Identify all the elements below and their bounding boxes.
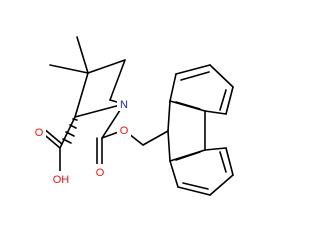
bond-methyl-1: [76, 36, 89, 74]
bond-ch2-c9: [142, 130, 169, 146]
bond-upper-ring-2: [175, 64, 211, 75]
bond-lower-ring-inner-2: [182, 182, 209, 190]
bond-ring-n-c2: [74, 103, 125, 118]
acid-hydroxyl-bg: [50, 171, 72, 186]
nitrogen-label: N: [120, 99, 128, 111]
atom-label-layer: N O O O OH: [32, 96, 131, 186]
structure-canvas: N O O O OH: [32, 36, 234, 196]
bond-c9-c9a: [167, 100, 171, 132]
carbamate-oxygen-single-bg: [117, 122, 131, 137]
bond-c8a-c9: [167, 130, 171, 162]
bond-upper-ring-5: [204, 110, 227, 115]
bond-upper-ring-inner-2: [219, 89, 227, 111]
carbamate-oxygen-double-label: O: [96, 167, 105, 179]
wedge-hash-4: [62, 138, 72, 144]
bond-lower-ring-inner-1: [219, 151, 227, 173]
wedge-hash-2: [69, 124, 77, 129]
bond-lower-ring-inner-3: [175, 151, 201, 161]
bond-upper-ring-4: [225, 86, 234, 115]
carbamate-oxygen-single-label: O: [120, 125, 129, 137]
bond-upper-ring-inner-1: [180, 71, 210, 81]
bond-carboxyl-double-b: [42, 127, 63, 145]
bond-methyl-2: [49, 64, 89, 74]
bond-ring-c2-c3: [74, 72, 89, 118]
bond-upper-ring-inner-3: [175, 101, 201, 110]
bond-upper-ring-1: [169, 73, 177, 102]
bond-upper-ring-3: [209, 64, 234, 88]
wedge-hash-1: [72, 118, 78, 121]
bond-lower-ring-5: [169, 160, 179, 188]
bond-lower-ring-1: [204, 147, 227, 151]
acid-hydroxyl-label: OH: [53, 174, 70, 186]
wedge-hash-3: [65, 131, 75, 137]
bond-lower-ring-2: [225, 147, 234, 176]
molecule-structure: N O O O OH: [32, 36, 234, 196]
bond-lower-ring-3: [209, 174, 234, 196]
bond-ring-c4-c5: [109, 59, 126, 101]
carbamate-oxygen-double-bg: [93, 164, 107, 179]
acid-oxygen-double-bg: [32, 124, 46, 139]
acid-oxygen-double-label: O: [35, 127, 44, 139]
bond-ring-c3-c4: [87, 59, 126, 74]
nitrogen-label-bg: [117, 96, 131, 111]
bond-lower-ring-4: [177, 186, 211, 196]
stereo-hash-wedge: [62, 118, 78, 144]
